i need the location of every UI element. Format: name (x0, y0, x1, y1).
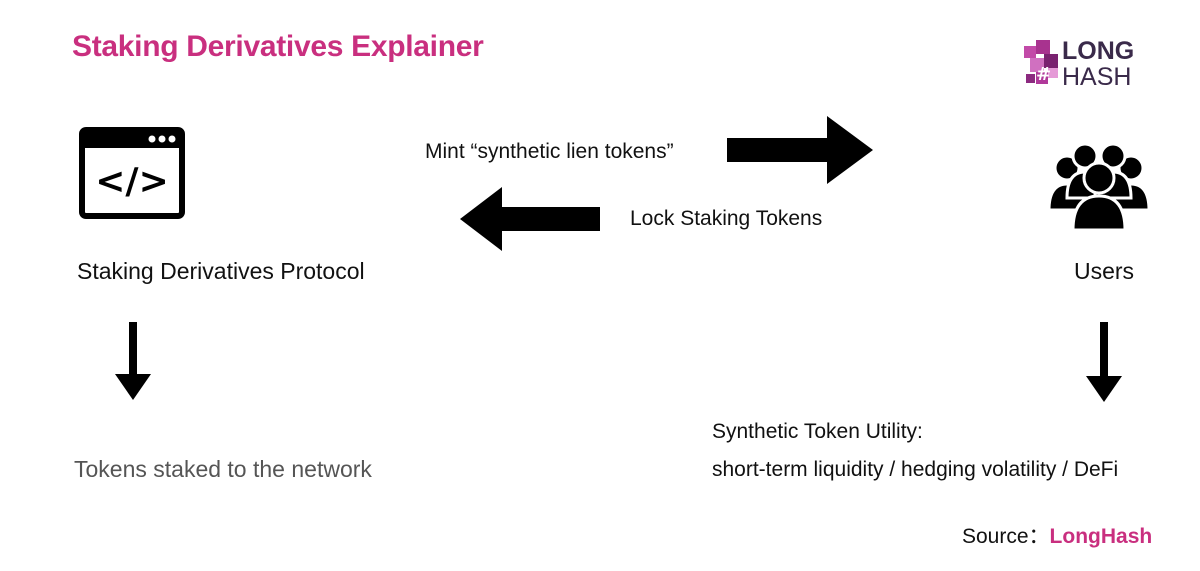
cube-cluster-icon: # (1024, 40, 1058, 85)
users-label: Users (1074, 258, 1135, 284)
mint-flow-label: Mint “synthetic lien tokens” (425, 140, 674, 163)
logo-text-long: LONG (1062, 37, 1135, 65)
down-arrow-left-icon (115, 322, 151, 400)
code-glyph: </> (95, 161, 168, 202)
logo-text-hash: HASH (1062, 63, 1132, 91)
longhash-logo: # LONG HASH (1022, 36, 1152, 96)
source-prefix: Source： (962, 525, 1050, 548)
right-arrow-icon (727, 116, 873, 184)
left-arrow-icon (460, 187, 600, 251)
source-brand: LongHash (1049, 525, 1153, 548)
lock-flow-label: Lock Staking Tokens (630, 207, 823, 230)
utility-items: short-term liquidity / hedging volatilit… (712, 458, 1119, 481)
utility-heading: Synthetic Token Utility: (712, 420, 923, 443)
code-window-icon: </> (79, 127, 185, 219)
network-label: Tokens staked to the network (74, 456, 372, 482)
users-group-icon (1047, 142, 1151, 232)
logo-hash-mark: # (1036, 64, 1051, 85)
page-title: Staking Derivatives Explainer (72, 30, 484, 63)
protocol-label: Staking Derivatives Protocol (77, 258, 365, 284)
down-arrow-right-icon (1086, 322, 1122, 402)
source-credit: Source：LongHash (962, 520, 1152, 550)
